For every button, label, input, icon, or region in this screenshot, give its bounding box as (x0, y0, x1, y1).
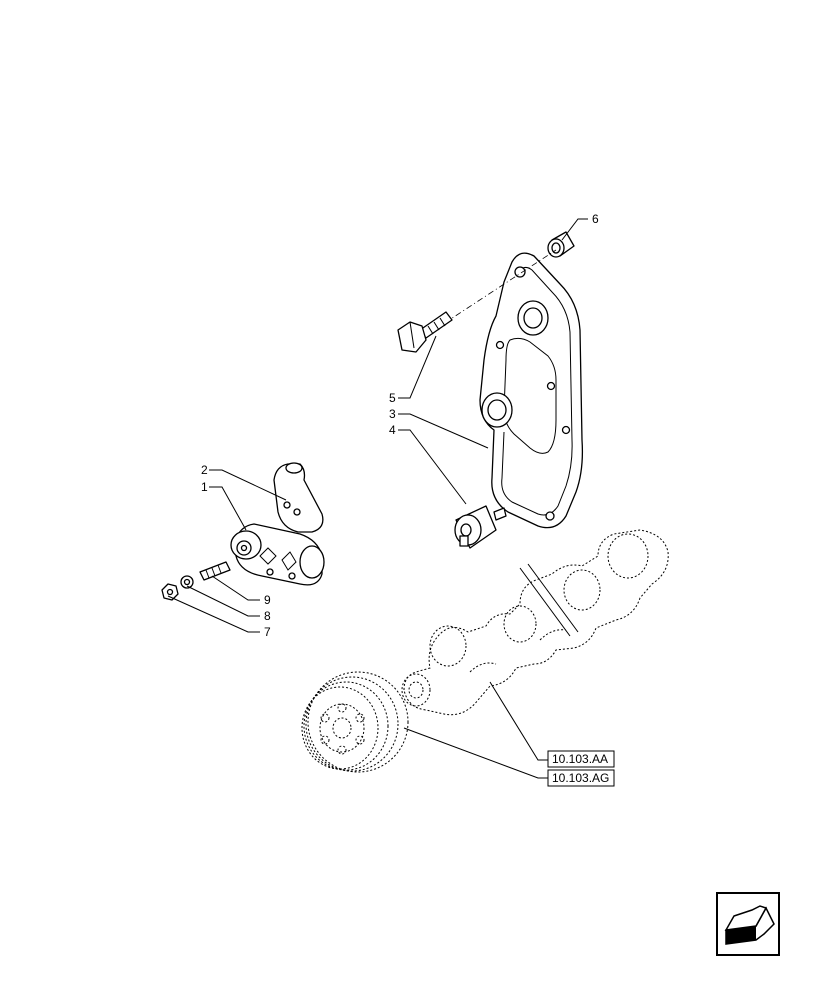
crankshaft-reference (401, 529, 669, 716)
leader-lines (167, 218, 588, 779)
mounting-bracket (479, 252, 584, 529)
callout-4: 4 (389, 423, 396, 437)
next-page-arrow-icon[interactable] (716, 892, 780, 956)
stud-bolt (199, 561, 231, 581)
callout-3: 3 (389, 407, 396, 421)
washer (180, 575, 194, 589)
callout-2: 2 (201, 463, 208, 477)
reference-label-aa: 10.103.AA (552, 752, 608, 766)
callout-6: 6 (592, 212, 599, 226)
spacer-bushing (547, 231, 575, 258)
reference-link-10-103-aa[interactable]: 10.103.AA (547, 750, 615, 768)
callout-1: 1 (201, 480, 208, 494)
belt-tensioner (230, 523, 325, 586)
rubber-mount (454, 505, 507, 549)
tensioner-bracket-plate (273, 462, 324, 533)
nut (161, 583, 179, 601)
callout-8: 8 (264, 609, 271, 623)
reference-label-ag: 10.103.AG (552, 771, 609, 785)
callout-7: 7 (264, 625, 271, 639)
bolt (397, 249, 557, 353)
reference-link-10-103-ag[interactable]: 10.103.AG (547, 769, 615, 787)
callout-9: 9 (264, 593, 271, 607)
callout-5: 5 (389, 391, 396, 405)
crankshaft-pulley-reference (301, 671, 409, 773)
